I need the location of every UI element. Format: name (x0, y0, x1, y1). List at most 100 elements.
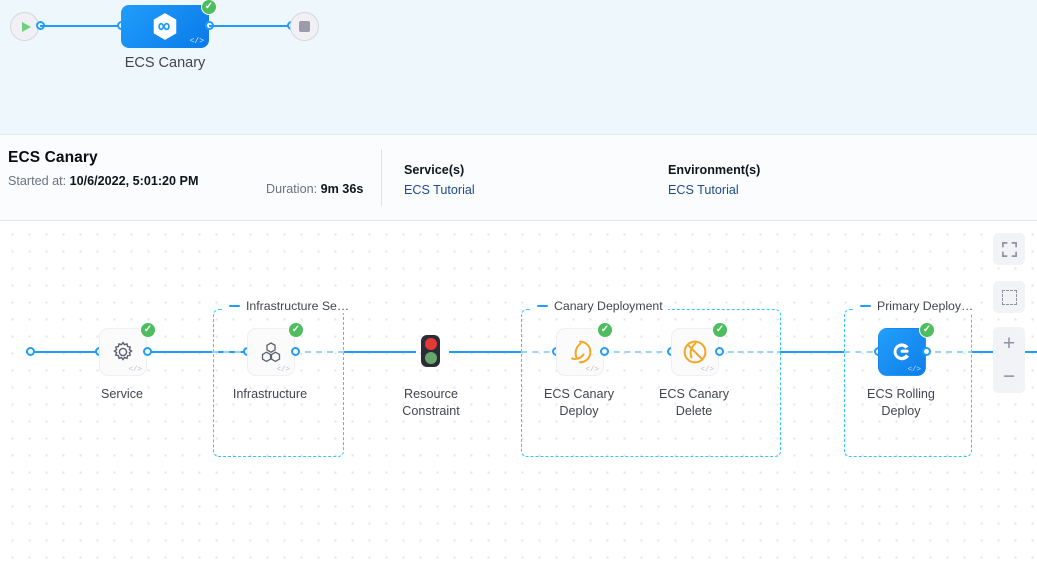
canary-bird-delete-icon (683, 340, 707, 364)
node-service[interactable]: </> (99, 328, 147, 376)
canary-deploy-status-badge: ✓ (597, 322, 613, 338)
group-infrastructure-section[interactable]: Infrastructure Se… (213, 299, 355, 457)
node-label-ecs-canary-delete: ECS Canary Delete (629, 386, 759, 420)
hexagon-cluster-icon (261, 342, 281, 363)
rolling-deploy-out-port (922, 347, 931, 356)
service-status-badge: ✓ (140, 322, 156, 338)
resource-constraint-line1: Resource (404, 387, 458, 401)
environments-link[interactable]: ECS Tutorial (668, 183, 739, 197)
connector-infra-group-exit (294, 351, 344, 353)
pipeline-minimap-strip: </> ✓ ECS Canary (0, 0, 1037, 135)
traffic-light-green (424, 351, 437, 364)
node-label-resource-constraint: Resource Constraint (366, 386, 496, 420)
node-ecs-rolling-deploy[interactable]: </> (878, 328, 926, 376)
node-infrastructure[interactable]: </> (247, 328, 295, 376)
collapse-dash-icon[interactable] (860, 304, 871, 308)
group-primary-deployment[interactable]: Primary Deploy… (844, 299, 979, 457)
canary-delete-out-port (715, 347, 724, 356)
connector-canary-primary (780, 351, 850, 353)
group-label-text: Primary Deploy… (877, 299, 974, 313)
duration-value: 9m 36s (320, 182, 364, 196)
marquee-select-icon (1001, 289, 1017, 305)
pipeline-canvas[interactable]: Infrastructure Se… Canary Deployment Pri… (0, 221, 1037, 563)
service-out-port (143, 347, 152, 356)
node-ecs-canary-deploy[interactable]: </> (556, 328, 604, 376)
marquee-select-button[interactable] (993, 281, 1025, 313)
connector-start-service (26, 351, 103, 353)
execution-title: ECS Canary (8, 149, 98, 166)
collapse-dash-icon[interactable] (229, 304, 240, 308)
node-ecs-canary-delete[interactable]: </> (671, 328, 719, 376)
canary-deploy-line1: ECS Canary (544, 387, 614, 401)
traffic-light-icon (421, 335, 440, 367)
connector-resource-canary (449, 351, 525, 353)
connector-infra-resource (344, 351, 416, 353)
code-tag-icon: </> (276, 366, 290, 374)
rolling-deploy-status-badge: ✓ (919, 322, 935, 338)
duration-label: Duration (266, 182, 314, 196)
harness-logo-icon (153, 13, 177, 40)
fit-to-screen-button[interactable] (993, 233, 1025, 265)
execution-duration: Duration: 9m 36s (266, 182, 364, 196)
node-label-ecs-rolling-deploy: ECS Rolling Deploy (836, 386, 966, 420)
info-divider-1 (381, 149, 382, 206)
traffic-light-red (424, 338, 437, 351)
group-label-infrastructure: Infrastructure Se… (224, 299, 355, 313)
services-column: Service(s) ECS Tutorial (404, 163, 475, 197)
minimap-start-node[interactable] (10, 12, 39, 41)
execution-info-panel: ECS Canary Started at: 10/6/2022, 5:01:2… (0, 135, 1037, 221)
node-label-ecs-canary-deploy: ECS Canary Deploy (514, 386, 644, 420)
code-tag-icon: </> (585, 366, 599, 374)
minimap-end-node[interactable] (290, 12, 319, 41)
group-label-canary: Canary Deployment (532, 299, 668, 313)
services-heading: Service(s) (404, 163, 465, 177)
zoom-controls[interactable]: + − (993, 327, 1025, 393)
node-label-service: Service (101, 387, 143, 401)
started-at-label: Started at (8, 174, 63, 188)
gear-icon (113, 341, 133, 361)
canary-deploy-out-port (600, 347, 609, 356)
resource-constraint-line2: Constraint (402, 404, 460, 418)
canary-deploy-line2: Deploy (559, 404, 599, 418)
infrastructure-status-badge: ✓ (288, 322, 304, 338)
minimap-node-ecs-canary[interactable]: </> (121, 5, 209, 48)
connector-canary-deploy-delete (603, 351, 673, 353)
start-out-port (26, 347, 35, 356)
fit-screen-icon (1001, 241, 1017, 257)
stop-icon (299, 21, 310, 32)
rolling-deploy-line2: Deploy (881, 404, 921, 418)
execution-started-at: Started at: 10/6/2022, 5:01:20 PM (8, 174, 199, 188)
rolling-deploy-line1: ECS Rolling (867, 387, 935, 401)
node-resource-constraint[interactable] (421, 335, 440, 367)
node-label-infrastructure: Infrastructure (232, 387, 308, 401)
minimap-status-badge: ✓ (201, 0, 217, 15)
connector-canary-group-exit (718, 351, 783, 353)
canary-delete-status-badge: ✓ (712, 322, 728, 338)
group-label-primary: Primary Deploy… (855, 299, 979, 313)
code-tag-icon: </> (907, 366, 921, 374)
group-canary-deployment[interactable]: Canary Deployment (521, 299, 781, 457)
connector-primary-group-entry (844, 351, 884, 353)
canary-delete-line1: ECS Canary (659, 387, 729, 401)
minimap-connector-1 (40, 25, 122, 27)
zoom-in-button[interactable]: + (1002, 332, 1016, 355)
group-label-text: Infrastructure Se… (246, 299, 350, 313)
zoom-out-button[interactable]: − (1002, 365, 1016, 388)
connector-primary-group-exit (924, 351, 974, 353)
minimap-node-label: ECS Canary (124, 55, 206, 71)
environments-heading: Environment(s) (668, 163, 761, 177)
infrastructure-out-port (291, 347, 300, 356)
connector-infra-group-entry (212, 351, 252, 353)
environments-column: Environment(s) ECS Tutorial (668, 163, 760, 197)
collapse-dash-icon[interactable] (537, 304, 548, 308)
ecs-logo-icon (893, 343, 909, 361)
connector-canary-group-entry (521, 351, 561, 353)
play-icon (21, 21, 31, 32)
group-label-text: Canary Deployment (554, 299, 663, 313)
connector-service-infra (148, 351, 244, 353)
code-tag-icon: </> (700, 366, 714, 374)
services-link[interactable]: ECS Tutorial (404, 183, 475, 197)
canary-delete-line2: Delete (675, 404, 713, 418)
canary-bird-icon (571, 340, 592, 364)
code-tag-icon: </> (128, 366, 142, 374)
